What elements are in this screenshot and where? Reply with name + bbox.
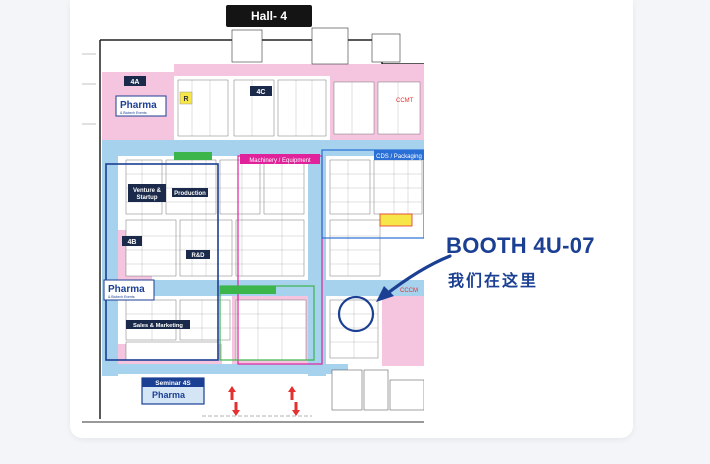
green-strip [174, 152, 212, 160]
venture-label: Venture & [133, 188, 162, 194]
pharma-box-mid [103, 279, 155, 301]
pharma-tag-mid: & Biotech Events [108, 295, 135, 299]
pharma-box-top [115, 95, 167, 117]
rd-label: R&D [192, 253, 206, 259]
yellow-booth-label: R [183, 96, 188, 103]
production-label: Production [174, 191, 206, 197]
service-area [331, 369, 424, 411]
pharma-label-bottom: Pharma [152, 390, 186, 400]
yellow-highlight-right [379, 213, 413, 227]
green-banner-lower [220, 286, 276, 294]
hall-label: Hall- 4 [226, 5, 312, 27]
ccmt-top-label: CCMT [396, 98, 414, 104]
entrance-arrows [228, 386, 300, 416]
booth-callout-title: BOOTH 4U-07 [446, 233, 595, 258]
venture-label-2: Startup [137, 195, 158, 201]
ccmt-mid-label: CCCM [400, 288, 418, 294]
rd-badge [186, 250, 210, 259]
zone-4a-badge [124, 76, 146, 86]
pointer-arrow [376, 254, 452, 302]
booth-callout-subtitle: 我们在这里 [448, 271, 539, 290]
aisle-horizontal-3 [118, 364, 348, 374]
pink-zone-top [174, 64, 424, 76]
venture-badge [128, 184, 166, 202]
zone-4b-label: 4B [128, 239, 137, 246]
pharma-label-top: Pharma [120, 100, 157, 111]
zone-4c-label: 4C [257, 89, 266, 96]
aisle-vertical-1 [102, 156, 118, 376]
machinery-label: Machinery / Equipment [249, 158, 311, 164]
zone-4a-label: 4A [131, 79, 140, 86]
top-entrance [231, 27, 401, 65]
zone-cds-outline [321, 149, 424, 239]
pink-zone-right-low [382, 286, 424, 366]
aisle-vertical-2 [308, 156, 326, 376]
zone-4b-badge [122, 236, 142, 246]
seminar-label: Seminar 4S [155, 380, 191, 387]
sales-label: Sales & Marketing [133, 323, 183, 329]
production-badge [172, 188, 208, 197]
zone-4c-badge [250, 86, 272, 96]
sales-badge [126, 320, 190, 329]
yellow-booth [179, 91, 193, 105]
seminar-banner [142, 378, 204, 387]
cds-banner [374, 150, 424, 160]
pharma-label-mid: Pharma [108, 284, 145, 295]
hall-floor-plan: Machinery / Equipment CDS / Packaging Ph… [82, 24, 424, 428]
cds-label: CDS / Packaging [376, 154, 422, 160]
machinery-banner [240, 154, 320, 164]
pharma-tag-top: & Biotech Events [120, 111, 147, 115]
zone-production-outline [105, 163, 219, 361]
booth-highlight-circle [337, 295, 375, 333]
